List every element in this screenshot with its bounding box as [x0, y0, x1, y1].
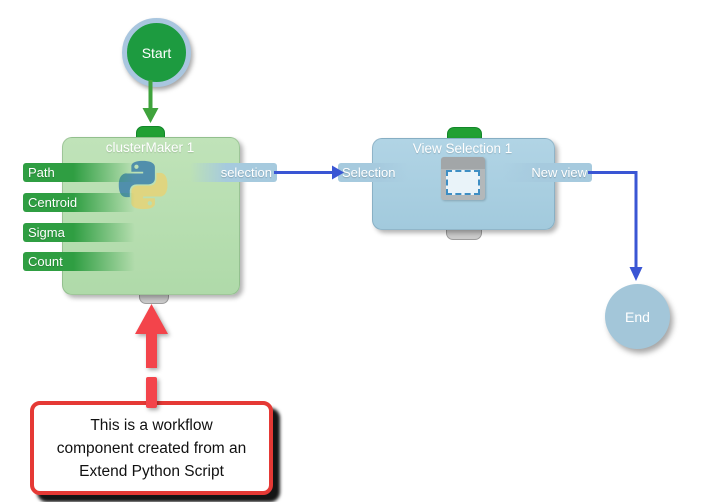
- start-node[interactable]: Start: [122, 18, 191, 87]
- annotation-arrow-icon: [135, 304, 168, 408]
- input-port-centroid[interactable]: Centroid: [23, 193, 135, 212]
- end-node[interactable]: End: [605, 284, 670, 349]
- input-port-path[interactable]: Path: [23, 163, 135, 182]
- port-label: New view: [531, 165, 587, 180]
- icon-title-band: [441, 157, 485, 169]
- annotation-note-text: This is a workflow component created fro…: [34, 414, 269, 483]
- port-label: Count: [28, 254, 63, 269]
- output-port-new-view[interactable]: New view: [502, 163, 592, 182]
- port-label: Path: [28, 165, 55, 180]
- port-label: Selection: [342, 165, 396, 180]
- note-line: This is a workflow: [90, 417, 213, 434]
- input-port-sigma[interactable]: Sigma: [23, 223, 135, 242]
- port-label: selection: [220, 165, 272, 180]
- input-port-count[interactable]: Count: [23, 252, 135, 271]
- viewselection-title: View Selection 1: [412, 141, 513, 156]
- connector-selection-to-viewselection[interactable]: [274, 165, 344, 180]
- clustermaker-title: clusterMaker 1: [105, 140, 195, 155]
- connector-start-to-clustermaker[interactable]: [142, 80, 159, 123]
- port-label: Sigma: [28, 225, 65, 240]
- input-port-selection[interactable]: Selection: [338, 163, 408, 182]
- output-port-selection[interactable]: selection: [190, 163, 277, 182]
- dashed-selection-area: [446, 170, 480, 195]
- python-logo-icon: [118, 160, 168, 210]
- end-node-label: End: [625, 308, 650, 325]
- annotation-note-box: This is a workflow component created fro…: [30, 401, 273, 495]
- start-node-label: Start: [141, 44, 172, 61]
- port-label: Centroid: [28, 195, 78, 210]
- note-line: Extend Python Script: [79, 463, 224, 480]
- selection-rectangle-icon: [441, 157, 485, 200]
- connector-newview-to-end[interactable]: [588, 171, 643, 282]
- note-line: component created from an: [56, 440, 247, 457]
